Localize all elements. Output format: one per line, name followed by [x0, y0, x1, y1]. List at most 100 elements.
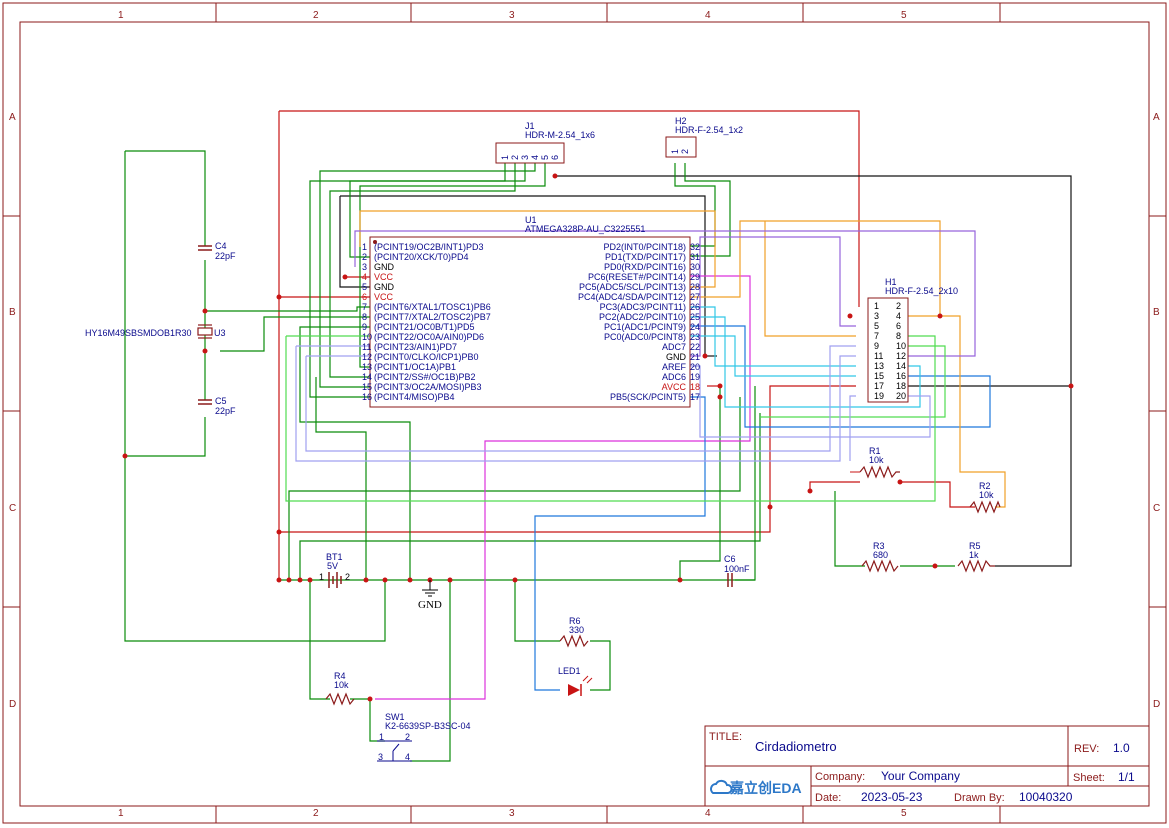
u1-pin-number: 22	[690, 342, 700, 352]
r3-resistor[interactable]	[861, 559, 899, 573]
wire-green[interactable]	[125, 417, 206, 457]
u1-pin-number: 5	[362, 282, 367, 292]
u1-pin-name: VCC	[374, 272, 394, 282]
h1-pin-number: 5	[874, 321, 879, 331]
u1-pin-name: ADC6	[662, 372, 686, 382]
c4-capacitor[interactable]	[198, 245, 212, 251]
wire-black[interactable]	[555, 175, 1072, 567]
row-label: A	[9, 112, 16, 123]
led1-diode[interactable]	[568, 675, 593, 696]
junction-dot	[447, 577, 453, 583]
u1-pin-number: 15	[362, 382, 372, 392]
u1-pin-name: PD2(INT0/PCINT18)	[603, 242, 686, 252]
wire-green[interactable]	[319, 163, 536, 388]
j1-header[interactable]: J1 HDR-M-2.54_1x6 1 2 3 4 5 6	[495, 121, 595, 164]
u1-pin-number: 31	[690, 252, 700, 262]
wire-green[interactable]	[309, 580, 330, 700]
j1-ref: J1	[525, 121, 535, 131]
wire-purple[interactable]	[690, 236, 856, 357]
wire-green[interactable]	[220, 316, 370, 352]
u1-pin-name: PC5(ADC5/SCL/PCINT13)	[579, 282, 686, 292]
j1-pin: 3	[520, 155, 530, 160]
junction-dot	[702, 353, 708, 359]
wire-orange[interactable]	[905, 315, 1006, 508]
wire-green[interactable]	[349, 163, 526, 258]
u1-pin-name: PC0(ADC0/PCINT8)	[604, 332, 686, 342]
wire-lime[interactable]	[285, 335, 936, 502]
wire-lavender[interactable]	[305, 345, 856, 452]
junction-dot	[937, 313, 943, 319]
wire-red[interactable]	[809, 481, 860, 491]
u1-pin-number: 27	[690, 292, 700, 302]
wire-black[interactable]	[340, 195, 706, 356]
bt1-ref: BT1	[326, 552, 343, 562]
r2-resistor[interactable]	[969, 500, 1001, 514]
wire-green[interactable]	[514, 580, 560, 642]
wire-green[interactable]	[590, 640, 611, 691]
wire-blue[interactable]	[690, 325, 991, 428]
wire-blue[interactable]	[534, 396, 706, 691]
wire-green[interactable]	[674, 163, 716, 247]
rev-value: 1.0	[1113, 741, 1130, 755]
wire-red[interactable]	[279, 110, 860, 307]
wire-orange[interactable]	[690, 220, 941, 316]
wire-green[interactable]	[834, 491, 865, 567]
j1-value: HDR-M-2.54_1x6	[525, 130, 595, 140]
wire-green[interactable]	[359, 163, 546, 368]
wire-green[interactable]	[679, 386, 721, 580]
u1-pin-number: 17	[690, 392, 700, 402]
h2-value: HDR-F-2.54_1x2	[675, 125, 743, 135]
col-label: 4	[705, 10, 711, 21]
wire-red[interactable]	[279, 385, 856, 533]
wire-lavender[interactable]	[295, 346, 856, 462]
wire-green[interactable]	[125, 150, 206, 246]
wire-green[interactable]	[205, 306, 370, 312]
wire-orange[interactable]	[764, 221, 856, 337]
h1-pin-number: 14	[896, 361, 906, 371]
bt1-battery[interactable]	[328, 572, 342, 588]
u1-pin-name: (PCINT7/XTAL2/TOSC2)PB7	[374, 312, 491, 322]
u1-pin-number: 29	[690, 272, 700, 282]
wire-cyan[interactable]	[690, 335, 856, 377]
c6-capacitor[interactable]	[727, 573, 733, 587]
r6-resistor[interactable]	[559, 634, 589, 648]
u1-pin-name: (PCINT21/OC0B/T1)PD5	[374, 322, 475, 332]
wire-green[interactable]	[410, 580, 451, 762]
r5-resistor[interactable]	[957, 559, 995, 573]
h2-header[interactable]: H2 HDR-F-2.54_1x2 1 2	[665, 116, 743, 158]
wire-green[interactable]	[288, 397, 741, 580]
wire-green[interactable]	[299, 413, 761, 580]
wire-lime[interactable]	[760, 345, 946, 418]
wire-lavender[interactable]	[849, 395, 856, 461]
h1-ref: H1	[885, 277, 897, 287]
r1-ref: R1	[869, 446, 881, 456]
wire-orange[interactable]	[359, 210, 716, 288]
h1-pin-number: 18	[896, 381, 906, 391]
wire-green[interactable]	[124, 151, 386, 642]
bt1-value: 5V	[327, 561, 338, 571]
u3-crystal[interactable]	[197, 324, 213, 339]
wire-green[interactable]	[315, 377, 367, 580]
r1-resistor[interactable]	[850, 465, 900, 479]
col-label: 5	[901, 808, 907, 819]
wire-green[interactable]	[329, 163, 516, 378]
wire-lavender[interactable]	[690, 365, 931, 438]
sw1-switch[interactable]	[377, 740, 412, 762]
sheet-key: Sheet:	[1073, 772, 1105, 784]
wire-green[interactable]	[279, 386, 756, 581]
wire-purple[interactable]	[354, 230, 976, 357]
wire-green[interactable]	[684, 163, 731, 257]
row-label: C	[1153, 503, 1160, 514]
r4-resistor[interactable]	[325, 692, 355, 706]
wire-cyan[interactable]	[690, 316, 921, 408]
c5-capacitor[interactable]	[198, 399, 212, 405]
wire-red[interactable]	[900, 481, 975, 508]
wire-green[interactable]	[309, 163, 506, 398]
u1-atmega328p[interactable]: U1 ATMEGA328P-AU_C3225551 1(PCINT19/OC2B…	[362, 215, 700, 408]
wire-green[interactable]	[299, 326, 411, 580]
u1-pin-name: PD1(TXD/PCINT17)	[605, 252, 686, 262]
junction-dot	[202, 308, 208, 314]
date-value: 2023-05-23	[861, 790, 923, 804]
u1-pin-name: (PCINT20/XCK/T0)PD4	[374, 252, 469, 262]
